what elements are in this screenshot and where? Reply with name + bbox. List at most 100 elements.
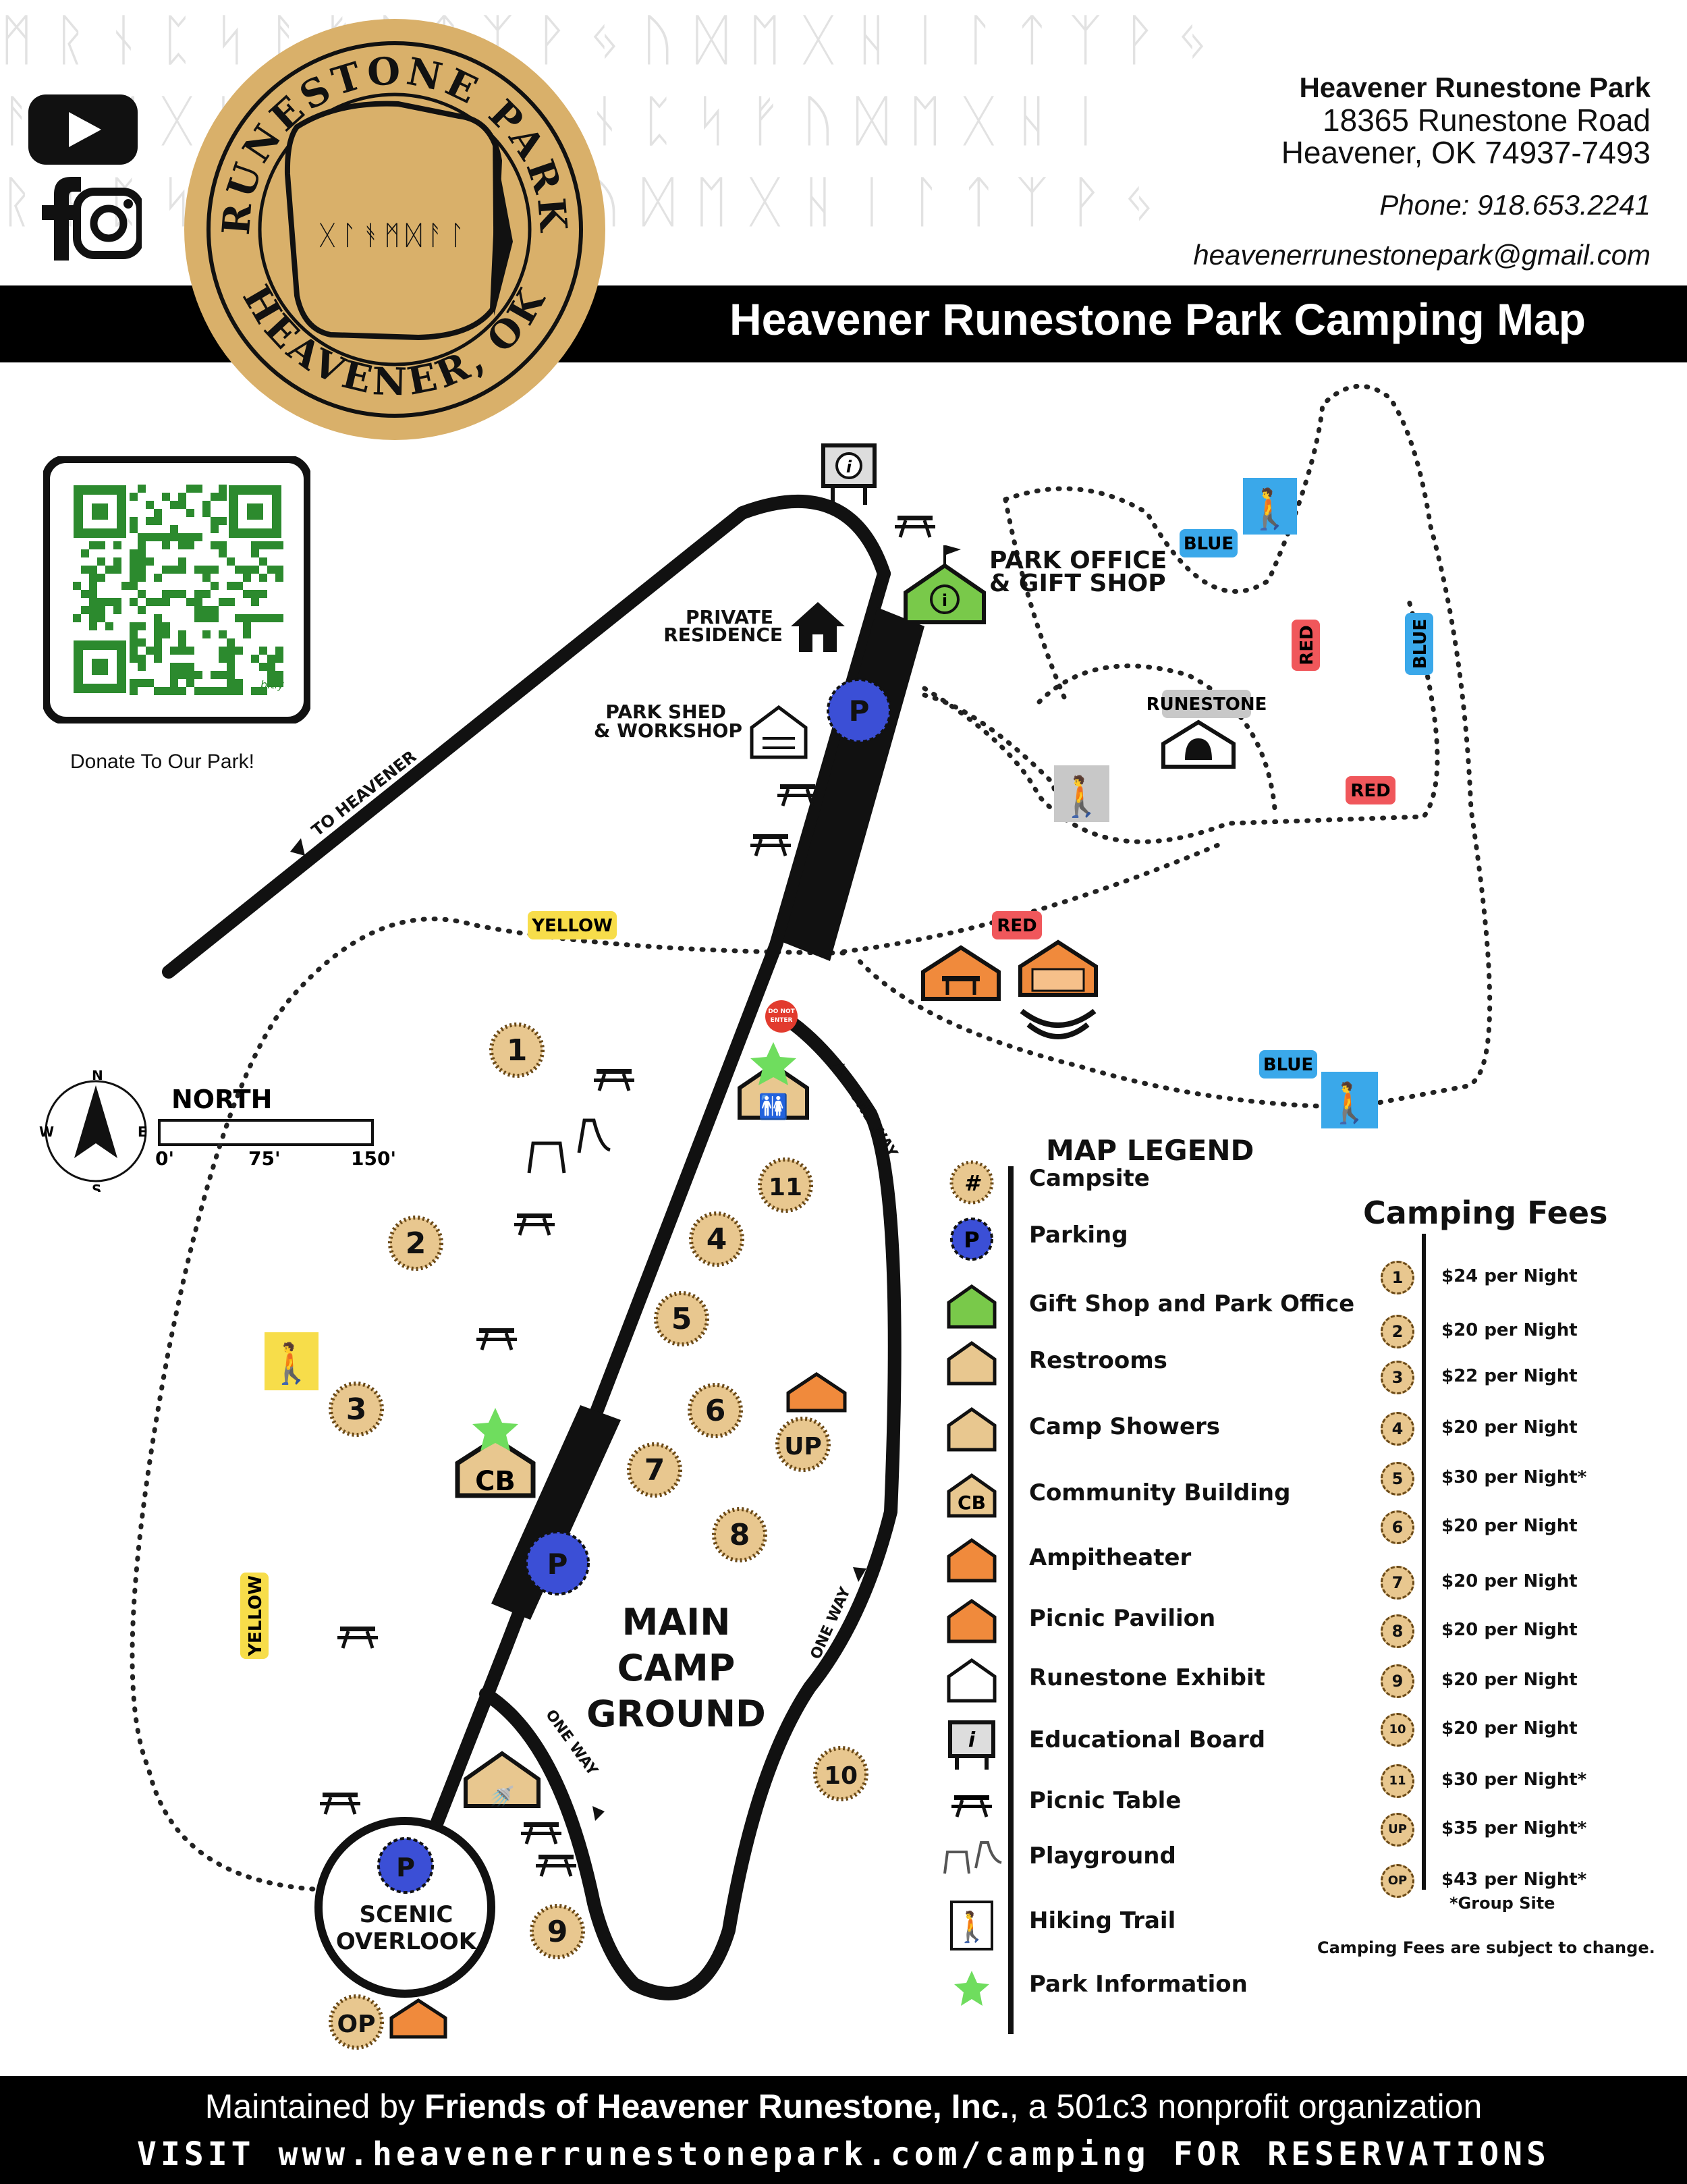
campsite-4[interactable]: 4 (689, 1211, 744, 1267)
campsite-6[interactable]: 6 (688, 1383, 743, 1438)
phone-number[interactable]: Phone: 918.653.2241 (1379, 189, 1651, 221)
blue-trail-tag (1180, 529, 1238, 557)
parking-strip-south (491, 1405, 621, 1620)
legend-item-gift-shop-and-park-office: Gift Shop and Park Office (1029, 1290, 1355, 1317)
fees-change-note: Camping Fees are subject to change. (1317, 1938, 1655, 1957)
pavilion-icon[interactable] (921, 945, 1001, 1001)
parking-icon: P (950, 1218, 993, 1261)
hiker-icon[interactable]: 🚶 (1243, 478, 1297, 535)
park-logo: RUNESTONE PARK HEAVENER, OK ᚷᛚᚬᛗᛞᚨᛚ (184, 19, 605, 440)
hiker-icon[interactable]: 🚶 (1054, 765, 1109, 822)
svg-text:BLUE: BLUE (1184, 534, 1234, 554)
facebook-icon[interactable] (42, 177, 81, 261)
park-shed-icon (750, 705, 808, 759)
fee-site-7: 7 (1381, 1566, 1414, 1600)
parking-strip-north (783, 607, 924, 961)
svg-text:OVERLOOK: OVERLOOK (336, 1928, 478, 1955)
parking-icon[interactable]: P (525, 1531, 590, 1595)
svg-text:P: P (547, 1548, 568, 1581)
svg-text:3: 3 (346, 1392, 367, 1427)
shower-icon[interactable]: 🚿 (464, 1751, 541, 1809)
legend-title: MAP LEGEND (1046, 1134, 1254, 1167)
yellow-trail-tag-vertical: YELLOW (240, 1573, 269, 1659)
gift-shop-icon[interactable]: i (904, 545, 986, 624)
legend-item-picnic-table: Picnic Table (1029, 1787, 1182, 1814)
instagram-icon[interactable] (73, 188, 142, 259)
svg-text:6: 6 (705, 1394, 726, 1428)
red-trail (922, 591, 1440, 844)
park-name: Heavener Runestone Park (1299, 72, 1651, 103)
restroom-icon[interactable]: 🚻 (738, 1062, 809, 1121)
svg-text:PRIVATE: PRIVATE (686, 606, 773, 628)
legend-item-restrooms: Restrooms (1029, 1347, 1167, 1374)
fee-price-5: $30 per Night* (1441, 1467, 1587, 1487)
campsite-8[interactable]: 8 (712, 1507, 767, 1562)
campsite-3[interactable]: 3 (329, 1382, 384, 1437)
svg-text:PARK SHED: PARK SHED (605, 701, 726, 723)
fee-price-3: $22 per Night (1441, 1366, 1578, 1386)
campsite-op[interactable]: OP (329, 1994, 384, 2050)
pavilion-icon (947, 1598, 997, 1643)
picnic-table-icon (320, 1793, 360, 1815)
fee-price-8: $20 per Night (1441, 1620, 1578, 1640)
blue-trail-loop (854, 383, 1493, 1110)
legend-item-ampitheater: Ampitheater (1029, 1544, 1192, 1571)
svg-text:i: i (942, 591, 947, 610)
campsite-1[interactable]: 1 (489, 1022, 545, 1078)
campsite-7[interactable]: 7 (627, 1442, 682, 1498)
educational-board-icon[interactable]: i (821, 443, 877, 505)
campsite-icon: # (949, 1160, 994, 1205)
picnic-table-icon (895, 516, 935, 538)
picnic-table-icon (514, 1213, 555, 1236)
fee-price-1: $24 per Night (1441, 1266, 1578, 1286)
fee-site-op: OP (1381, 1864, 1414, 1898)
youtube-icon[interactable] (28, 94, 138, 165)
campsite-2[interactable]: 2 (388, 1216, 443, 1271)
ampitheater-icon[interactable] (1018, 939, 1098, 1039)
do-not-enter-sign: DO NOT ENTER (765, 1000, 798, 1033)
picnic-table-icon (476, 1328, 517, 1350)
donate-caption: Donate To Our Park! (70, 750, 254, 773)
campsite-11[interactable]: 11 (758, 1157, 813, 1213)
community-building-icon[interactable]: CB (455, 1436, 536, 1498)
legend-item-parking: Parking (1029, 1222, 1128, 1249)
campsite-9[interactable]: 9 (530, 1904, 585, 1959)
qr-code[interactable]: bitly (43, 456, 310, 724)
svg-text:🚶: 🚶 (1325, 1080, 1374, 1126)
legend-item-educational-board: Educational Board (1029, 1726, 1266, 1753)
svg-text:🚶: 🚶 (1246, 486, 1294, 532)
svg-text:4: 4 (707, 1222, 727, 1257)
pavilion-icon[interactable] (389, 1998, 447, 2039)
campsite-10[interactable]: 10 (813, 1746, 868, 1801)
campsite-up[interactable]: UP (775, 1417, 831, 1472)
private-residence-icon (791, 602, 845, 652)
fee-site-2: 2 (1381, 1315, 1414, 1348)
svg-text:SCENIC: SCENIC (360, 1901, 453, 1928)
parking-icon[interactable]: P (827, 678, 891, 743)
svg-text:BLUE: BLUE (1263, 1055, 1313, 1075)
svg-text:UP: UP (784, 1433, 822, 1460)
svg-text:2: 2 (406, 1226, 426, 1261)
pavilion-icon[interactable] (786, 1371, 847, 1413)
email-address[interactable]: heavenerrunestonepark@gmail.com (1193, 239, 1651, 271)
runestone-exhibit-icon[interactable]: RUNESTONE (1146, 690, 1267, 769)
footer-reservations-link[interactable]: VISIT www.heavenerrunestonepark.com/camp… (137, 2135, 1550, 2173)
campsite-5[interactable]: 5 (654, 1291, 709, 1346)
one-way-loop (479, 1006, 902, 2000)
social-icons (28, 94, 142, 261)
hiker-icon[interactable]: 🚶 (265, 1332, 319, 1390)
svg-text:RED: RED (1297, 625, 1317, 665)
fee-price-7: $20 per Night (1441, 1571, 1578, 1591)
fee-site-3: 3 (1381, 1361, 1414, 1394)
footer-maintained: Maintained by Friends of Heavener Runest… (204, 2087, 1483, 2125)
legend-item-community-building: Community Building (1029, 1479, 1291, 1506)
svg-text:MAIN: MAIN (622, 1601, 731, 1643)
fee-price-up: $35 per Night* (1441, 1818, 1587, 1838)
parking-icon[interactable]: P (377, 1837, 434, 1894)
group-site-note: *Group Site (1449, 1894, 1555, 1913)
legend-item-hiking-trail: Hiking Trail (1029, 1907, 1176, 1934)
star-icon (954, 1971, 989, 2006)
hiker-icon[interactable]: 🚶 (1321, 1072, 1378, 1128)
scenic-overlook[interactable] (314, 1817, 495, 1998)
fee-site-9: 9 (1381, 1664, 1414, 1698)
